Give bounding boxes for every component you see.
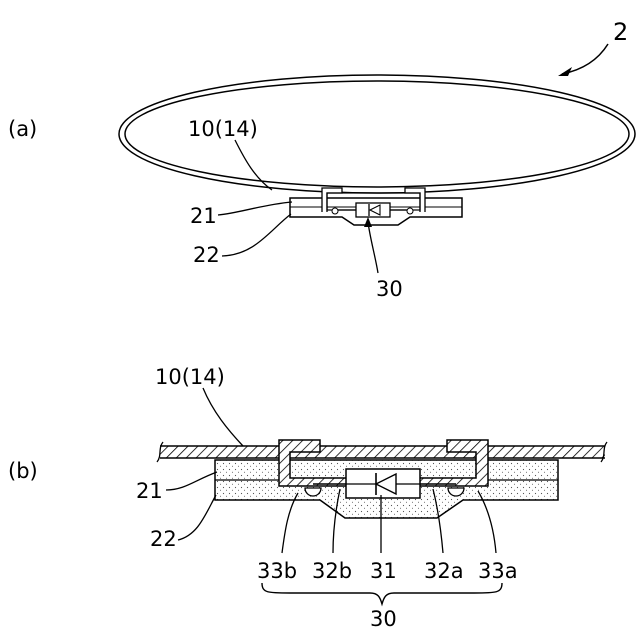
b-leader-ring [203, 388, 243, 446]
a-label-ring: 10(14) [188, 117, 258, 141]
figure-number: 2 [613, 18, 628, 46]
figure-number-arrowhead [558, 67, 572, 76]
b-brace-30 [262, 583, 502, 604]
b-label-30: 30 [370, 607, 397, 631]
b-leader-33b [282, 493, 298, 553]
b-leader-22 [178, 495, 216, 540]
b-label-32b: 32b [312, 559, 352, 583]
b-label-22: 22 [150, 527, 177, 551]
b-label-32a: 32a [424, 559, 464, 583]
a-contact-left [332, 208, 338, 214]
b-label-21: 21 [136, 479, 163, 503]
a-leader-22 [222, 214, 291, 256]
panel-b: (b) 10(14) 21 22 33b 32b 31 [8, 365, 607, 631]
b-label-31: 31 [370, 559, 397, 583]
a-label-21: 21 [190, 204, 217, 228]
a-contact-right [407, 208, 413, 214]
panel-a: (a) 10(14) 21 22 30 [8, 75, 635, 301]
b-label-ring: 10(14) [155, 365, 225, 389]
panel-b-label: (b) [8, 459, 38, 483]
a-leader-21 [218, 202, 292, 215]
a-label-22: 22 [193, 243, 220, 267]
a-diode-body [356, 203, 390, 217]
b-label-33a: 33a [478, 559, 518, 583]
panel-a-label: (a) [8, 117, 37, 141]
b-ring-strip-fill [160, 446, 605, 458]
b-leader-21 [166, 472, 217, 490]
a-label-30: 30 [376, 277, 403, 301]
a-leader-30 [368, 222, 378, 273]
b-label-33b: 33b [257, 559, 297, 583]
